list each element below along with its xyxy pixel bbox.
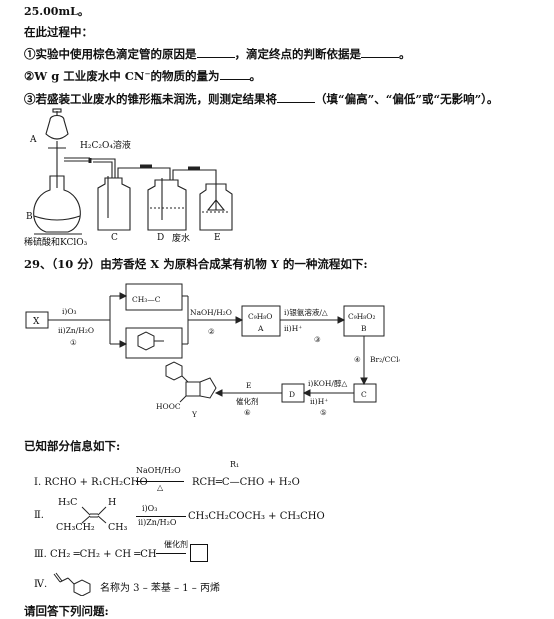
known-i-left: RCHO + R₁CH₂CHO xyxy=(44,477,148,488)
koh-cond: ⅰ)KOH/醇△ xyxy=(308,378,347,388)
step2-num: ② xyxy=(208,327,215,336)
cyclobutene-square xyxy=(190,544,208,562)
process-title: 在此过程中： xyxy=(24,25,93,39)
step1-num: ① xyxy=(70,338,77,347)
silver-cond: ⅰ)银氨溶液/△ xyxy=(284,307,328,317)
q3-blank[interactable] xyxy=(277,93,315,103)
known-ii-label: Ⅱ. xyxy=(34,510,44,521)
known-iii-label: Ⅲ. xyxy=(34,549,47,560)
bottle-c xyxy=(97,177,131,231)
apparatus-diagram: A B C D E H₂C₂O₄溶液 稀硫酸和KClO₃ 废水 xyxy=(24,108,233,248)
q3-end: （填“偏高”、“偏低”或“无影响”）。 xyxy=(315,92,499,106)
known-iv-label: Ⅳ. xyxy=(34,579,48,590)
label-d: D xyxy=(157,233,164,243)
question-2: ②W g 工业废水中 CN⁻的物质的量为 。 xyxy=(24,68,261,84)
known-ii-cond-bottom: ⅱ)Zn/H₂O xyxy=(138,518,177,527)
catalyst-cond: 催化剂 xyxy=(236,396,259,406)
known-iii-left: CH₂ ═CH₂ + CH ═CH xyxy=(50,549,157,560)
known-i-right: RCH═C—CHO + H₂O xyxy=(192,477,300,488)
box-a-formula: C₉H₈O xyxy=(248,312,272,321)
synthesis-flow: X ⅰ)O₃ ⅱ)Zn/H₂O ① CH₃—C NaOH/H₂O ② C₉H₈O… xyxy=(25,283,400,418)
known-iii-arrow xyxy=(156,553,186,554)
known-iv-name: 名称为 3 – 苯基 – 1 – 丙烯 xyxy=(100,583,220,594)
hooc-text: HOOC xyxy=(156,402,181,411)
question-1: ①实验中使用棕色滴定管的原因是 ，滴定终点的判断依据是 。 xyxy=(24,46,411,62)
known-ii-h: H xyxy=(108,497,117,508)
box-c-label: C xyxy=(361,390,367,399)
box-d-label: D xyxy=(289,390,295,399)
known-i-label: Ⅰ. xyxy=(34,477,42,488)
separatory-funnel xyxy=(45,114,69,140)
known-i: Ⅰ. RCHO + R₁CH₂CHO xyxy=(34,477,148,488)
known-i-cond-bottom: △ xyxy=(157,483,164,492)
koh-cond-2: ⅱ)H⁺ xyxy=(310,397,328,406)
box-a xyxy=(241,305,281,337)
label-e: E xyxy=(214,233,221,243)
box-b-label: B xyxy=(361,324,367,333)
known-ii-h3c: H₃C xyxy=(58,497,78,508)
known-iii: Ⅲ. CH₂ ═CH₂ + CH ═CH xyxy=(34,549,157,560)
known-i-arrow xyxy=(136,481,184,482)
waste-water-label: 废水 xyxy=(172,232,190,244)
step1-bottom: ⅱ)Zn/H₂O xyxy=(58,326,94,335)
q29-title: 29、（10 分）由芳香烃 X 为原料合成某有机物 Y 的一种流程如下: xyxy=(24,257,368,271)
q1-blank-2[interactable] xyxy=(361,48,399,58)
reagent-b: 稀硫酸和KClO₃ xyxy=(24,236,88,248)
q3-prefix: ③若盛装工业废水的锥形瓶未润洗，则测定结果将 xyxy=(24,92,277,106)
x-label: X xyxy=(33,317,40,327)
known-ii-alkene xyxy=(81,506,107,524)
label-c: C xyxy=(111,233,118,243)
br2-cond: Br₂/CCl₄ xyxy=(370,355,400,364)
y-label: Y xyxy=(191,410,198,418)
known-ii-right: CH₃CH₂COCH₃ + CH₃CHO xyxy=(188,511,325,522)
box-benzaldehyde xyxy=(125,327,183,359)
q1-prefix: ①实验中使用棕色滴定管的原因是 xyxy=(24,47,197,61)
naoh-cond: NaOH/H₂O xyxy=(190,308,232,317)
step3-num: ③ xyxy=(314,335,321,344)
volume-line: 25.00mL。 xyxy=(24,5,89,18)
step5-num: ⑤ xyxy=(320,408,327,417)
q2-prefix: ②W g 工业废水中 CN⁻的物质的量为 xyxy=(24,69,220,83)
known-iii-cond: 催化剂 xyxy=(164,540,188,549)
silver-cond-2: ⅱ)H⁺ xyxy=(284,324,302,333)
known-ii-ch3ch2: CH₃CH₂ xyxy=(56,522,95,533)
round-flask xyxy=(33,175,81,233)
known-title: 已知部分信息如下: xyxy=(24,439,121,453)
box-a-label: A xyxy=(257,324,264,333)
y-benzene-ring xyxy=(165,361,183,381)
step6-num: ⑥ xyxy=(244,408,251,417)
ch3cho-text: CH₃—C xyxy=(132,295,161,304)
q2-end: 。 xyxy=(249,69,262,83)
reagent-h2c2o4: H₂C₂O₄溶液 xyxy=(80,139,131,151)
q1-end: 。 xyxy=(399,47,411,61)
label-a: A xyxy=(29,135,37,145)
question-3: ③若盛装工业废水的锥形瓶未润洗，则测定结果将 （填“偏高”、“偏低”或“无影响”）… xyxy=(24,91,498,107)
q1-mid: ，滴定终点的判断依据是 xyxy=(234,47,362,61)
label-b: B xyxy=(26,212,33,222)
step4-num: ④ xyxy=(354,355,361,364)
known-i-cond-top: NaOH/H₂O xyxy=(136,466,181,475)
q1-blank-1[interactable] xyxy=(196,48,235,58)
known-i-r1: R₁ xyxy=(230,460,240,469)
answer-title: 请回答下列问题: xyxy=(24,604,109,618)
known-iv-structure xyxy=(53,572,91,596)
known-ii-ch3: CH₃ xyxy=(108,522,128,533)
bottle-d xyxy=(147,179,187,231)
step1-top: ⅰ)O₃ xyxy=(62,307,76,316)
known-ii-cond-top: ⅰ)O₃ xyxy=(142,504,158,513)
e-label: E xyxy=(246,381,251,390)
known-ii-arrow xyxy=(136,516,186,517)
box-acetaldehyde xyxy=(125,283,183,311)
bottle-e xyxy=(199,183,233,231)
q2-blank[interactable] xyxy=(219,70,250,80)
box-b-formula: C₉H₈O₂ xyxy=(348,312,375,321)
